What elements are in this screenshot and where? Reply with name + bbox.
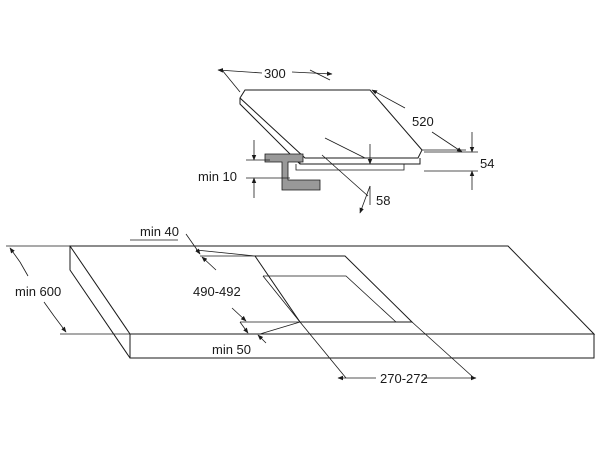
mounting-bracket [264, 153, 321, 191]
worktop-illustration [69, 245, 596, 359]
dimension-hob-width: 300 [217, 66, 333, 93]
label-front-distance: min 50 [212, 342, 251, 357]
dimension-clearance-below: min 10 [198, 140, 290, 198]
dimension-front-distance: min 50 [212, 321, 301, 357]
dimension-hob-overhang: 58 [321, 144, 390, 214]
label-hob-height: 54 [480, 156, 494, 171]
dimension-edge-distance: min 40 [130, 224, 256, 257]
worktop-left-edge [69, 246, 131, 359]
label-hob-overhang: 58 [376, 193, 390, 208]
label-edge-distance: min 40 [140, 224, 179, 239]
worktop-cutout [254, 255, 414, 323]
dimension-cutout-depth: 490-492 [193, 255, 300, 323]
label-hob-width: 300 [264, 66, 286, 81]
worktop-top-surface [69, 245, 596, 335]
worktop-front-edge [129, 334, 595, 359]
hob-vent-line [324, 137, 366, 159]
dimension-hob-height: 54 [424, 132, 494, 190]
hob-top-surface [239, 89, 423, 159]
label-cutout-depth: 490-492 [193, 284, 241, 299]
dimension-cutout-width: 270-272 [299, 321, 477, 386]
label-clearance-below: min 10 [198, 169, 237, 184]
label-hob-depth: 520 [412, 114, 434, 129]
dimension-worktop-depth: min 600 [6, 245, 130, 335]
label-cutout-width: 270-272 [380, 371, 428, 386]
dimension-hob-depth: 520 [371, 89, 466, 153]
label-worktop-depth: min 600 [15, 284, 61, 299]
